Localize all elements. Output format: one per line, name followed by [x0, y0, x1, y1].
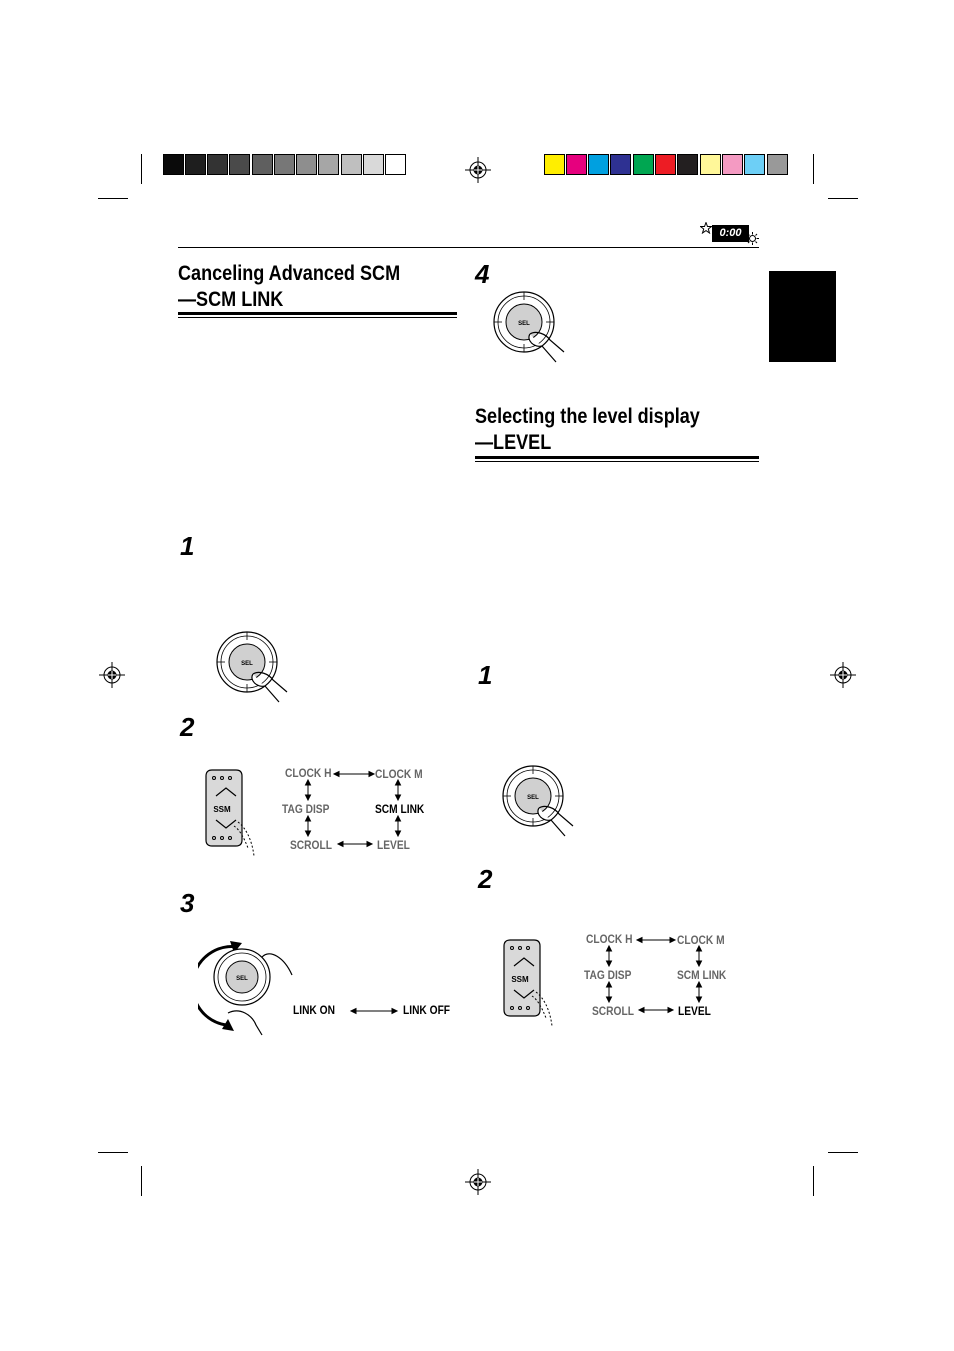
gray-swatch — [229, 154, 250, 175]
control-dial-press-icon: SEL — [216, 631, 288, 703]
step-number: 1 — [478, 660, 493, 690]
registration-mark — [830, 662, 856, 688]
color-swatch — [633, 154, 654, 175]
crop-mark — [141, 154, 142, 184]
ssm-button-icon: SSM — [205, 769, 255, 857]
language-tab — [769, 271, 836, 362]
gray-swatch — [274, 154, 295, 175]
menu-clock-m: CLOCK M — [677, 933, 725, 947]
gray-swatch — [163, 154, 184, 175]
svg-text:SSM: SSM — [511, 975, 529, 984]
crop-mark — [813, 154, 814, 184]
svg-text:SEL: SEL — [241, 661, 253, 667]
title-underline — [475, 456, 759, 459]
section-title-level-line2: —LEVEL — [475, 431, 552, 454]
menu-arrows — [304, 770, 402, 848]
menu-clock-h: CLOCK H — [285, 766, 332, 780]
menu-tag-disp: TAG DISP — [584, 968, 632, 982]
menu-arrows — [605, 936, 703, 1014]
toggle-arrow — [349, 1007, 399, 1015]
svg-text:SEL: SEL — [236, 976, 248, 982]
gray-swatch — [185, 154, 206, 175]
step-number: 4 — [475, 259, 490, 289]
color-swatch — [767, 154, 788, 175]
color-swatch — [700, 154, 721, 175]
registration-mark — [465, 1169, 491, 1195]
title-underline — [178, 317, 457, 318]
control-dial-press-icon: SEL — [493, 291, 565, 363]
color-swatch — [744, 154, 765, 175]
color-swatch — [588, 154, 609, 175]
gray-swatch — [296, 154, 317, 175]
step-number: 1 — [180, 531, 195, 561]
option-link-on: LINK ON — [293, 1003, 335, 1017]
section-title-level-line1: Selecting the level display — [475, 405, 700, 428]
crop-mark — [813, 1166, 814, 1196]
menu-scm-link: SCM LINK — [375, 802, 425, 816]
star-icon — [700, 222, 712, 234]
color-swatch — [610, 154, 631, 175]
title-underline — [475, 461, 759, 462]
crop-mark — [828, 1152, 858, 1153]
menu-level: LEVEL — [377, 838, 410, 852]
menu-scm-link: SCM LINK — [677, 968, 727, 982]
control-dial-press-icon: SEL — [502, 765, 574, 837]
color-swatch — [566, 154, 587, 175]
section-title-scm-link-line2: —SCM LINK — [178, 288, 284, 311]
menu-clock-m: CLOCK M — [375, 767, 423, 781]
menu-scroll: SCROLL — [592, 1004, 634, 1018]
color-swatch — [655, 154, 676, 175]
ssm-button-icon: SSM — [503, 939, 553, 1027]
title-underline — [178, 312, 457, 315]
color-swatch — [544, 154, 565, 175]
crop-mark — [141, 1166, 142, 1196]
svg-text:SEL: SEL — [527, 795, 539, 801]
gray-swatch — [363, 154, 384, 175]
registration-mark — [465, 157, 491, 183]
step-number: 2 — [478, 864, 493, 894]
gray-swatch — [252, 154, 273, 175]
menu-clock-h: CLOCK H — [586, 932, 633, 946]
gray-swatch — [385, 154, 406, 175]
control-dial-rotate-icon: SEL — [198, 941, 293, 1036]
menu-level: LEVEL — [678, 1004, 711, 1018]
crop-mark — [98, 198, 128, 199]
gray-swatch — [207, 154, 228, 175]
crop-mark — [828, 198, 858, 199]
gray-swatch — [318, 154, 339, 175]
step-number: 2 — [180, 712, 195, 742]
step-number: 3 — [180, 888, 195, 918]
header-rule — [178, 247, 759, 248]
svg-text:SEL: SEL — [518, 321, 530, 327]
clock-display-icon: 0:00 — [712, 225, 749, 242]
sun-icon — [746, 232, 759, 245]
crop-mark — [98, 1152, 128, 1153]
registration-mark — [99, 662, 125, 688]
color-swatch — [677, 154, 698, 175]
menu-tag-disp: TAG DISP — [282, 802, 330, 816]
menu-scroll: SCROLL — [290, 838, 332, 852]
section-title-scm-link-line1: Canceling Advanced SCM — [178, 262, 401, 285]
option-link-off: LINK OFF — [403, 1003, 451, 1017]
color-swatch — [722, 154, 743, 175]
gray-swatch — [341, 154, 362, 175]
svg-text:SSM: SSM — [213, 805, 231, 814]
